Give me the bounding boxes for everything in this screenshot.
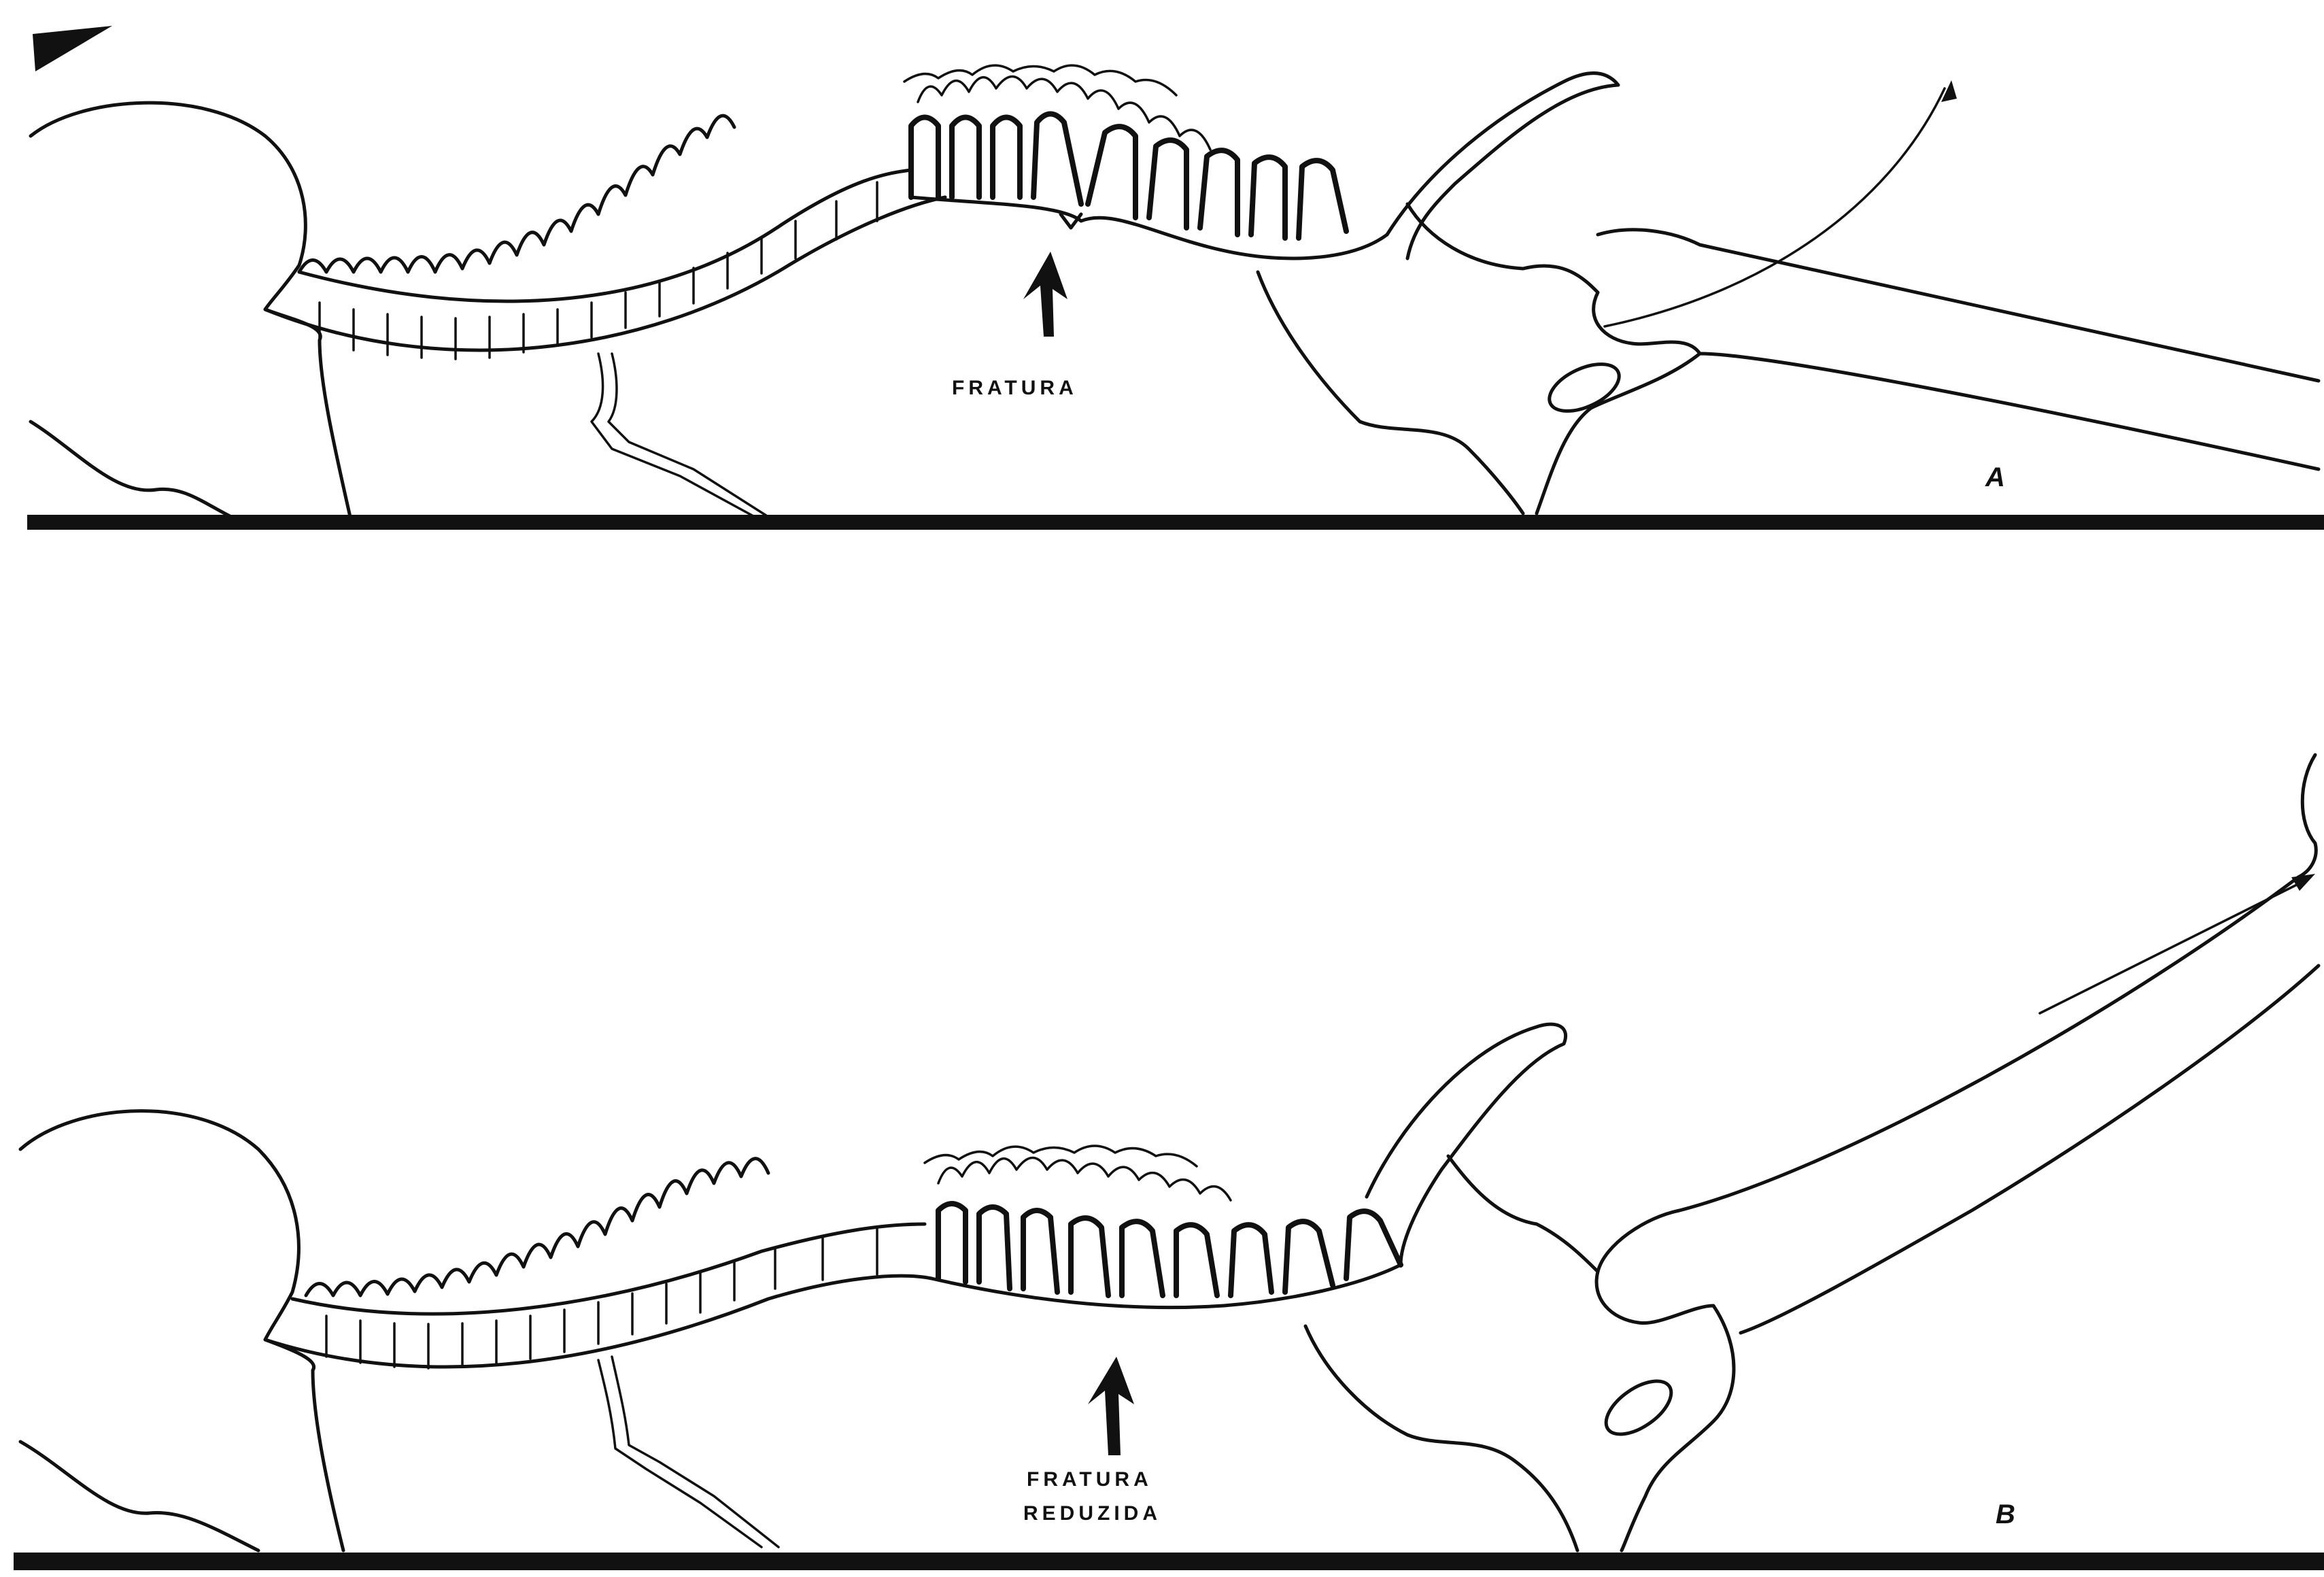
panel-a-fracture-arrow bbox=[1023, 252, 1067, 337]
panel-b: FRATURA REDUZIDA B bbox=[14, 755, 2324, 1570]
panel-b-pelvis bbox=[1305, 1156, 1734, 1550]
panel-a-sacrum bbox=[1387, 73, 1618, 259]
panel-a-obturator-foramen bbox=[1542, 354, 1626, 420]
panel-a-ground-line bbox=[27, 515, 2324, 530]
panel-b-vertebral-segments bbox=[326, 1228, 877, 1368]
panel-a-limb bbox=[592, 354, 768, 517]
panel-b-lumbar-facets bbox=[925, 1146, 1231, 1200]
panel-b-caption-line-1: FRATURA bbox=[1027, 1468, 1152, 1491]
panel-a-spinous-processes bbox=[299, 116, 734, 272]
panel-b-caption-line-2: REDUZIDA bbox=[1023, 1502, 1161, 1525]
panel-b-fracture-arrow bbox=[1088, 1357, 1134, 1455]
panel-a-vertebral-column-top bbox=[299, 170, 911, 301]
panel-b-ground-line bbox=[14, 1553, 2324, 1570]
panel-b-letter: B bbox=[1996, 1499, 2015, 1529]
panel-b-lift-arrowhead bbox=[2291, 874, 2315, 891]
panel-b-skull bbox=[20, 1111, 343, 1550]
panel-b-femur bbox=[1598, 755, 2319, 1333]
corner-triangle-marker bbox=[33, 26, 112, 71]
panel-a-femur bbox=[1598, 230, 2319, 469]
panel-b-obturator-foramen bbox=[1597, 1371, 1680, 1445]
panel-a-vertebral-column-bottom bbox=[265, 197, 945, 350]
panel-b-spinous-processes bbox=[306, 1159, 768, 1295]
panel-a-letter: A bbox=[1985, 462, 2005, 492]
panel-b-sacrum bbox=[1367, 1024, 1566, 1265]
panel-b-vertebral-column-top bbox=[292, 1224, 925, 1314]
panel-a-caption-line-1: FRATURA bbox=[952, 377, 1078, 399]
panel-a-skull bbox=[31, 103, 350, 517]
panel-a-lift-arrow bbox=[1605, 88, 1945, 326]
panel-a: FRATURA A bbox=[27, 65, 2324, 530]
panel-b-limb bbox=[598, 1357, 779, 1547]
panel-b-lift-arrow bbox=[2040, 881, 2305, 1013]
panel-a-pelvis bbox=[1258, 204, 1700, 513]
panel-b-lumbar-vertebrae bbox=[938, 1204, 1401, 1295]
panel-a-lumbar-vertebrae bbox=[911, 114, 1346, 239]
